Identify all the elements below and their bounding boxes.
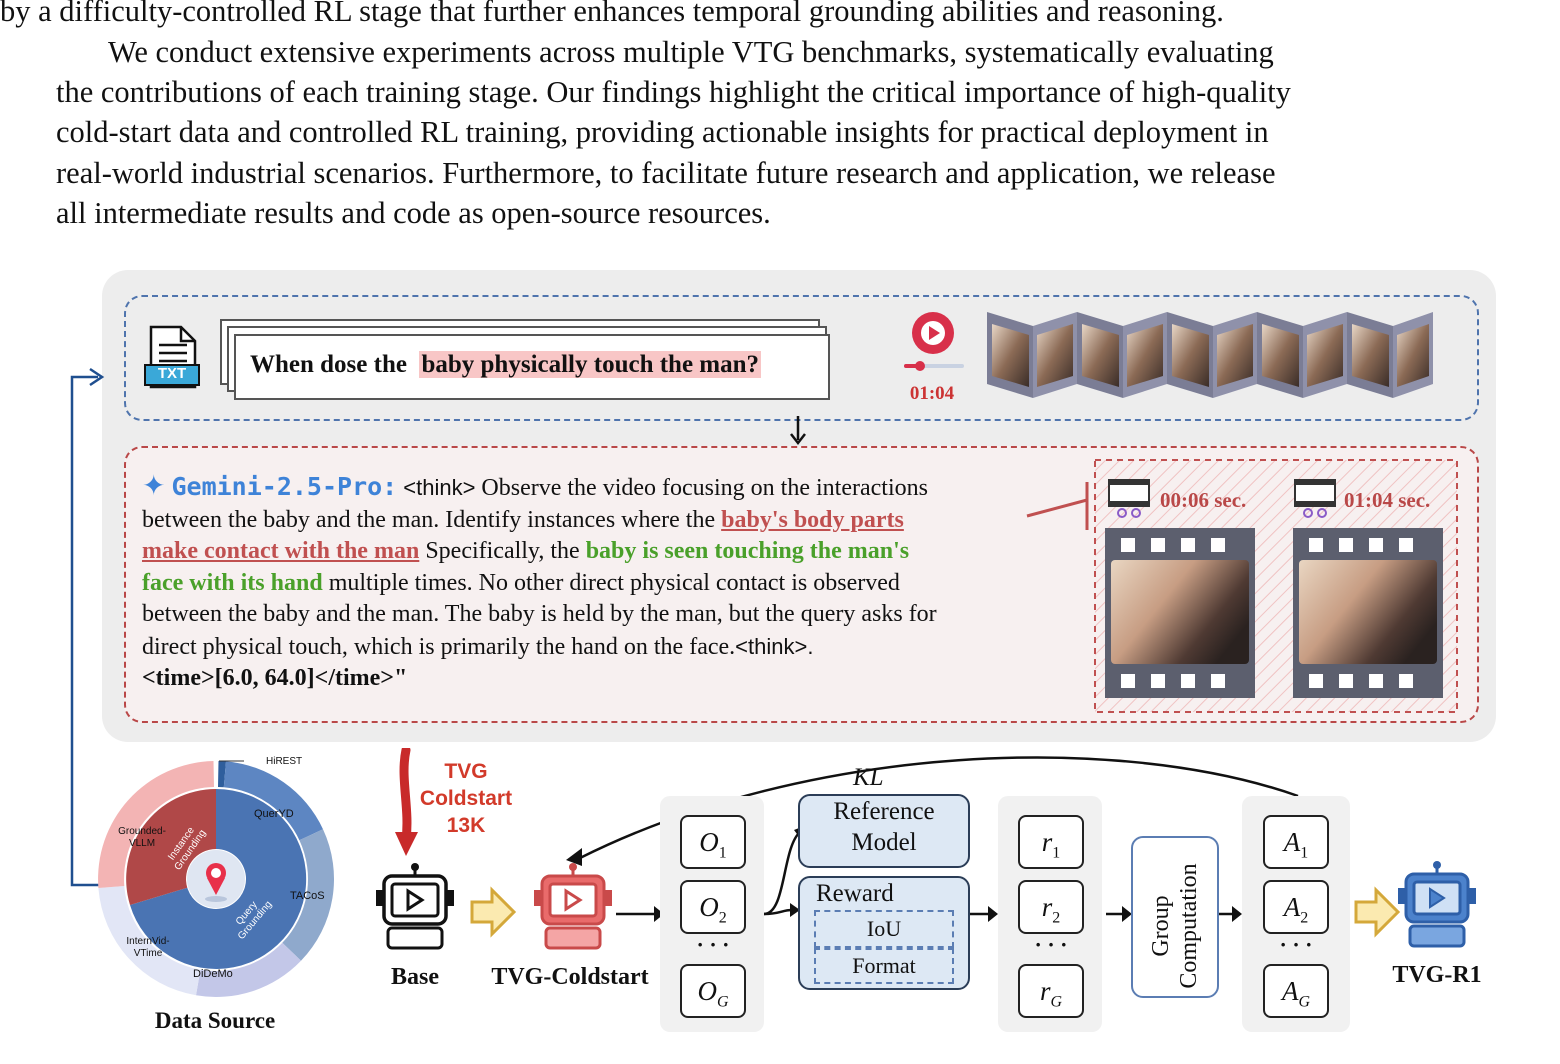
coldstart-label: TVG-Coldstart bbox=[491, 964, 649, 990]
think-tag: <think>. bbox=[735, 633, 814, 659]
sparkle-icon: ✦ bbox=[142, 471, 166, 502]
paragraph-line: cold-start data and controlled RL traini… bbox=[56, 115, 1269, 149]
reference-model-box: Reference Model bbox=[798, 794, 970, 868]
connector-line bbox=[1026, 482, 1089, 530]
advantage-token: AG bbox=[1263, 964, 1329, 1018]
output-token: OG bbox=[680, 964, 746, 1018]
advantage-token: A2 bbox=[1263, 880, 1329, 934]
paragraph-line: by a difficulty-controlled RL stage that… bbox=[0, 0, 1224, 28]
donut-label-didemo: DiDeMo bbox=[193, 968, 233, 980]
donut-label-queryd: QuerYD bbox=[254, 808, 294, 820]
query-highlight: baby physically touch the man? bbox=[419, 351, 762, 378]
query-card: When dose the baby physically touch the … bbox=[234, 334, 830, 400]
group-computation-box: Group Computation bbox=[1131, 836, 1219, 998]
output-token: O1 bbox=[680, 815, 746, 869]
base-label: Base bbox=[391, 964, 439, 990]
feedback-arrow bbox=[70, 367, 105, 887]
base-robot-icon bbox=[376, 863, 454, 950]
reward-box: Reward IoU Format bbox=[798, 876, 970, 990]
model-name: Gemini-2.5-Pro: bbox=[171, 472, 398, 501]
ellipsis: · · · bbox=[696, 932, 730, 957]
coldstart-robot-icon bbox=[534, 863, 612, 950]
coldstart-arrow bbox=[395, 748, 418, 856]
highlight-touch: baby is seen touching the man's bbox=[585, 538, 910, 564]
paragraph-line: real-world industrial scenarios. Further… bbox=[56, 156, 1276, 190]
ellipsis: · · · bbox=[1279, 932, 1313, 957]
paragraph-line: all intermediate results and code as ope… bbox=[56, 196, 771, 230]
data-source-donut bbox=[98, 760, 335, 997]
highlight-contact: baby's body parts bbox=[721, 506, 904, 533]
model-answer-text: ✦ Gemini-2.5-Pro: <think> Observe the vi… bbox=[142, 471, 937, 695]
paragraph-line: We conduct extensive experiments across … bbox=[108, 35, 1274, 69]
donut-label-hirest: HiREST bbox=[266, 756, 303, 767]
play-icon bbox=[898, 310, 968, 380]
yellow-arrow-icon bbox=[1354, 886, 1401, 938]
final-model-label: TVG-R1 bbox=[1392, 962, 1482, 988]
donut-label-internvid: InternVid-VTime bbox=[126, 936, 170, 959]
query-box bbox=[124, 295, 1479, 421]
reward-format: Format bbox=[814, 948, 954, 984]
reward-token: rG bbox=[1018, 964, 1084, 1018]
think-tag: <think> bbox=[403, 475, 476, 500]
keyframe-time: 01:04 sec. bbox=[1344, 488, 1431, 512]
yellow-arrow-icon bbox=[470, 886, 517, 938]
down-arrow bbox=[790, 416, 806, 446]
final-robot-icon bbox=[1398, 861, 1476, 948]
keyframes-box bbox=[1094, 459, 1458, 713]
donut-label-tacos: TACoS bbox=[290, 890, 325, 902]
highlight-contact: make contact with the man bbox=[142, 538, 420, 564]
query-prefix: When dose the bbox=[250, 351, 407, 378]
data-source-title: Data Source bbox=[154, 1008, 276, 1033]
video-timestamp: 01:04 bbox=[909, 383, 955, 404]
reward-iou: IoU bbox=[814, 910, 954, 948]
advantage-token: A1 bbox=[1263, 815, 1329, 869]
reward-token: r1 bbox=[1018, 815, 1084, 869]
txt-file-icon: TXT bbox=[143, 325, 201, 389]
highlight-touch: face with its hand bbox=[142, 569, 323, 596]
output-token: O2 bbox=[680, 880, 746, 934]
kl-label: KL bbox=[853, 764, 884, 791]
ellipsis: · · · bbox=[1034, 932, 1068, 957]
reward-title: Reward bbox=[816, 880, 894, 907]
keyframe-time: 00:06 sec. bbox=[1160, 488, 1247, 512]
coldstart-tag: TVG Coldstart 13K bbox=[419, 760, 513, 837]
time-output: <time>[6.0, 64.0]</time>" bbox=[142, 665, 408, 691]
donut-label-grounded: Grounded-VLLM bbox=[118, 826, 166, 849]
paragraph-line: the contributions of each training stage… bbox=[56, 75, 1291, 109]
video-filmstrip bbox=[987, 312, 1433, 398]
reward-token: r2 bbox=[1018, 880, 1084, 934]
